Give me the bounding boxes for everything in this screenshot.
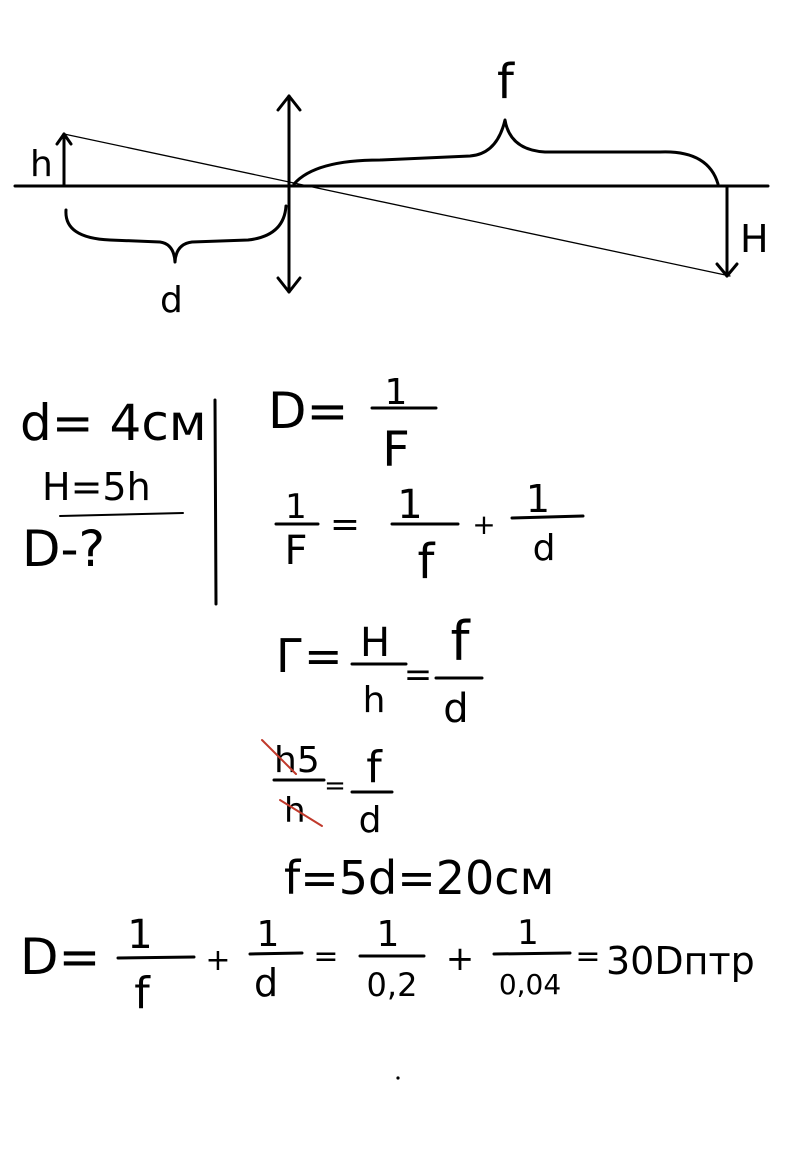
formula-optical-power: D= 1 F [268,372,438,478]
substitution-rhs-denominator: d [359,800,382,841]
final-t2-bar [248,951,304,956]
lens-eq-t2-bar [510,514,585,520]
lens-eq-t1-denominator: f [418,534,436,590]
optical-power-denominator: F [382,422,410,478]
brace-f [292,118,720,186]
given-unknown: D-? [22,520,105,578]
substitution-denominator: h [284,791,306,831]
ray-diagram: h H d f [13,54,770,321]
final-t3-denominator: 0,2 [367,966,418,1004]
lens-eq-plus: + [472,508,495,541]
lens-eq-lhs-denominator: F [284,528,307,574]
formula-magnification: Г= H h = f d [276,610,484,732]
final-t2-denominator: d [254,961,278,1005]
final-equals-1: = [313,939,338,974]
stray-dot [396,1076,400,1080]
final-plus-2: + [446,939,475,979]
optical-power-lhs: D= [268,382,348,440]
given-separator [213,398,218,606]
magnification-t2-denominator: d [443,686,468,732]
optical-power-numerator: 1 [385,372,408,413]
formula-lens-equation: 1 F = 1 f + 1 d [274,477,585,590]
label-image-height: H [740,217,769,261]
final-equals-2: = [575,939,600,974]
lens-eq-t2-numerator: 1 [526,477,550,521]
given-distance: d= 4см [20,394,207,452]
formula-image-distance: f=5d=20см [284,851,554,905]
brace-d [64,204,288,264]
magnification-lhs: Г= [276,629,343,683]
lens-eq-equals: = [330,504,360,545]
formula-final: D= 1 f + 1 d = 1 0,2 + 1 0,04 = 30Dптр [20,912,755,1019]
label-image-distance: f [497,54,515,110]
object-arrow [55,132,73,188]
lens-eq-t2-denominator: d [533,528,556,569]
label-object-distance: d [160,280,183,321]
final-t3-numerator: 1 [377,914,400,955]
final-t1-denominator: f [134,968,151,1019]
substitution-numerator: h5 [274,740,320,781]
final-t4-numerator: 1 [517,913,539,953]
image-arrow [715,184,739,278]
final-plus-1: + [205,943,230,978]
given-height-ratio: H=5h [42,465,151,509]
converging-lens [276,94,302,294]
substitution-equals: = [324,771,346,801]
magnification-t1-denominator: h [363,680,386,721]
final-t2-numerator: 1 [257,914,280,955]
strike-denominator [279,799,323,827]
light-ray [63,133,731,277]
given-underline [59,512,184,517]
lens-eq-lhs-numerator: 1 [285,487,307,527]
label-object-height: h [30,144,53,185]
magnification-t1-numerator: H [360,620,390,666]
substitution-rhs-numerator: f [366,742,383,793]
magnification-equals: = [404,655,433,695]
lens-eq-t1-numerator: 1 [397,482,422,528]
final-result: 30Dптр [606,939,755,983]
final-t1-bar [116,955,196,960]
magnification-t2-numerator: f [450,610,471,673]
formula-substitution: h5 h = f d [261,739,394,841]
given-block: d= 4см H=5h D-? [20,394,218,606]
final-lhs: D= [20,928,100,986]
final-t4-bar [492,951,572,956]
final-t4-denominator: 0,04 [499,968,561,1001]
final-t1-numerator: 1 [127,912,152,958]
strike-numerator [261,739,297,775]
